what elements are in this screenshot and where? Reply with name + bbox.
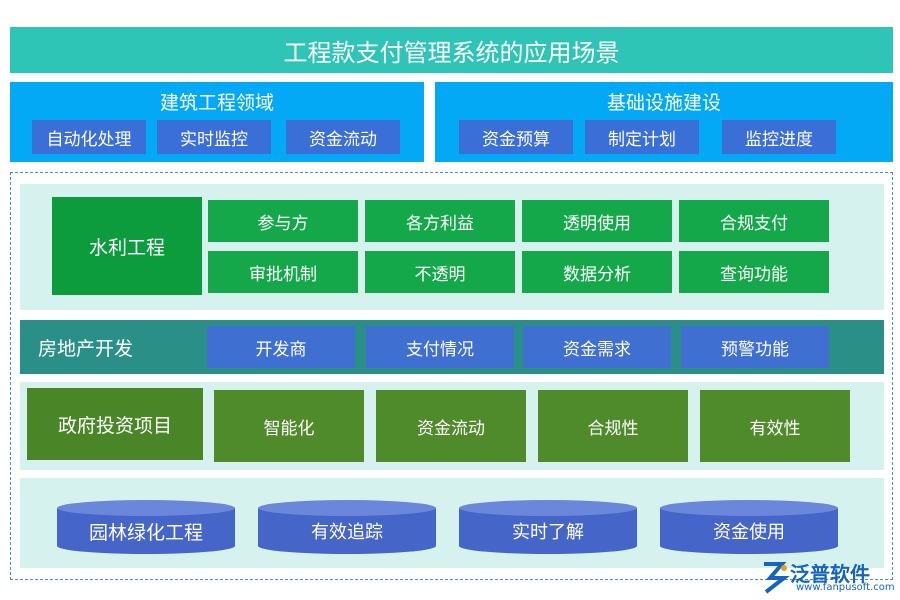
garden-label: 园林绿化工程 xyxy=(88,521,203,544)
water-cell: 合规支付 xyxy=(679,200,829,242)
chip-budget: 资金预算 xyxy=(459,120,573,154)
band-garden: 园林绿化工程 有效追踪 实时了解 资金使用 xyxy=(20,478,884,568)
panel-infrastructure-title: 基础设施建设 xyxy=(606,92,721,114)
garden-cell: 资金使用 xyxy=(713,522,785,543)
chip-fund-flow: 资金流动 xyxy=(286,120,400,154)
chip-realtime-monitor: 实时监控 xyxy=(157,120,271,154)
panel-infrastructure: 基础设施建设 资金预算 制定计划 监控进度 xyxy=(435,82,893,162)
water-cell: 透明使用 xyxy=(522,200,672,242)
brand-name: 泛普软件 xyxy=(790,562,870,586)
band-water: 水利工程 参与方 各方利益 透明使用 合规支付 审批机制 不透明 数据分析 查询… xyxy=(20,184,884,310)
water-cell: 数据分析 xyxy=(522,251,672,293)
gov-cell: 合规性 xyxy=(538,390,688,462)
panel-construction: 建筑工程领域 自动化处理 实时监控 资金流动 xyxy=(10,82,424,162)
gov-cell: 有效性 xyxy=(700,390,850,462)
water-cell: 审批机制 xyxy=(208,251,358,293)
water-label: 水利工程 xyxy=(52,197,202,295)
water-cell: 参与方 xyxy=(208,200,358,242)
chip-plan: 制定计划 xyxy=(585,120,699,154)
brand-mark-icon xyxy=(764,562,790,594)
garden-cylinder: 实时了解 xyxy=(459,500,637,554)
panel-construction-title: 建筑工程领域 xyxy=(159,92,274,114)
gov-cell: 智能化 xyxy=(214,390,364,462)
garden-cylinder: 资金使用 xyxy=(660,500,838,554)
realestate-cell: 预警功能 xyxy=(681,326,829,368)
chip-progress: 监控进度 xyxy=(722,120,836,154)
gov-cell: 资金流动 xyxy=(376,390,526,462)
realestate-label: 房地产开发 xyxy=(38,337,134,360)
garden-cylinder: 园林绿化工程 xyxy=(57,500,235,554)
garden-cell: 有效追踪 xyxy=(311,522,383,543)
gov-label: 政府投资项目 xyxy=(27,388,203,460)
brand-url: www.fanpusoft.com xyxy=(796,582,895,593)
realestate-cell: 支付情况 xyxy=(366,326,514,368)
brand-logo: 泛普软件 www.fanpusoft.com xyxy=(760,558,895,596)
garden-cell: 实时了解 xyxy=(512,522,584,543)
water-cell: 各方利益 xyxy=(365,200,515,242)
band-realestate: 房地产开发 开发商 支付情况 资金需求 预警功能 xyxy=(20,320,884,374)
garden-cylinder: 有效追踪 xyxy=(258,500,436,554)
band-gov: 政府投资项目 智能化 资金流动 合规性 有效性 xyxy=(20,382,884,470)
page-title: 工程款支付管理系统的应用场景 xyxy=(10,27,893,73)
water-cell: 不透明 xyxy=(365,251,515,293)
chip-automation: 自动化处理 xyxy=(32,120,146,154)
realestate-cell: 资金需求 xyxy=(523,326,671,368)
scenario-frame xyxy=(10,172,893,580)
realestate-cell: 开发商 xyxy=(207,326,355,368)
water-cell: 查询功能 xyxy=(679,251,829,293)
